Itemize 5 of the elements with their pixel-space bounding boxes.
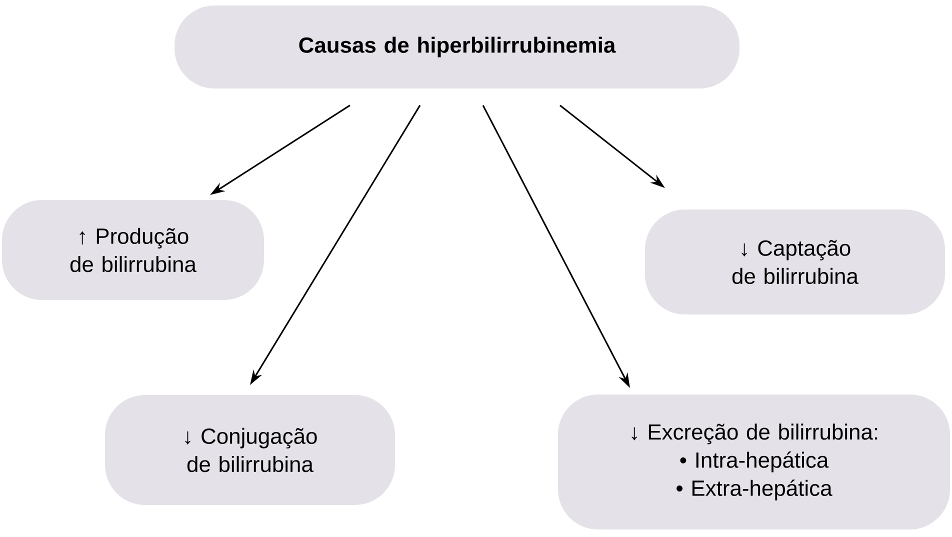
cause-box: ↑ Produção de bilirrubina: [2, 200, 264, 300]
cause-box: ↓ Captação de bilirrubina: [645, 210, 945, 314]
cause-box: ↓ Conjugação de bilirrubina: [105, 394, 395, 505]
cause-box: ↓ Excreção de bilirrubina: • Intra-hepática • Extra-hepática: [558, 394, 950, 530]
title-box: Causas de hiperbilirrubinemia: [174, 6, 740, 88]
